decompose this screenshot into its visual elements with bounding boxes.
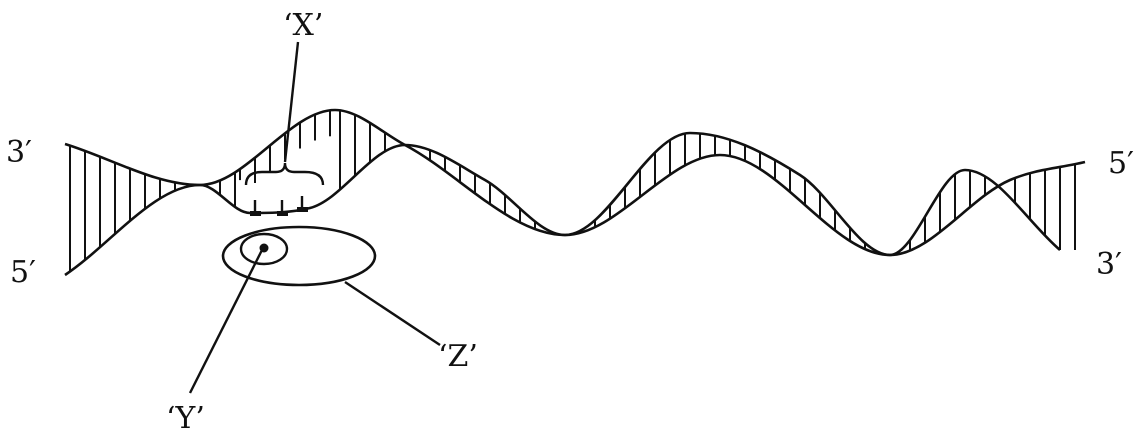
label-left-3-prime: 3′	[6, 135, 32, 170]
z-pointer-line	[345, 282, 440, 345]
label-y: ‘Y’	[166, 401, 205, 436]
label-right-5-prime: 5′	[1108, 146, 1134, 181]
label-z: ‘Z’	[438, 339, 478, 374]
y-pointer-line	[190, 250, 262, 393]
base-pair-rungs	[70, 110, 1075, 271]
x-pointer-line	[285, 42, 298, 162]
label-x: ‘X’	[283, 8, 323, 43]
dna-strand-top	[65, 110, 1060, 255]
label-left-5-prime: 5′	[10, 255, 36, 290]
enzyme-z-ellipse	[223, 227, 375, 285]
label-right-3-prime: 3′	[1096, 247, 1122, 282]
dna-strand-bottom	[65, 145, 1085, 275]
